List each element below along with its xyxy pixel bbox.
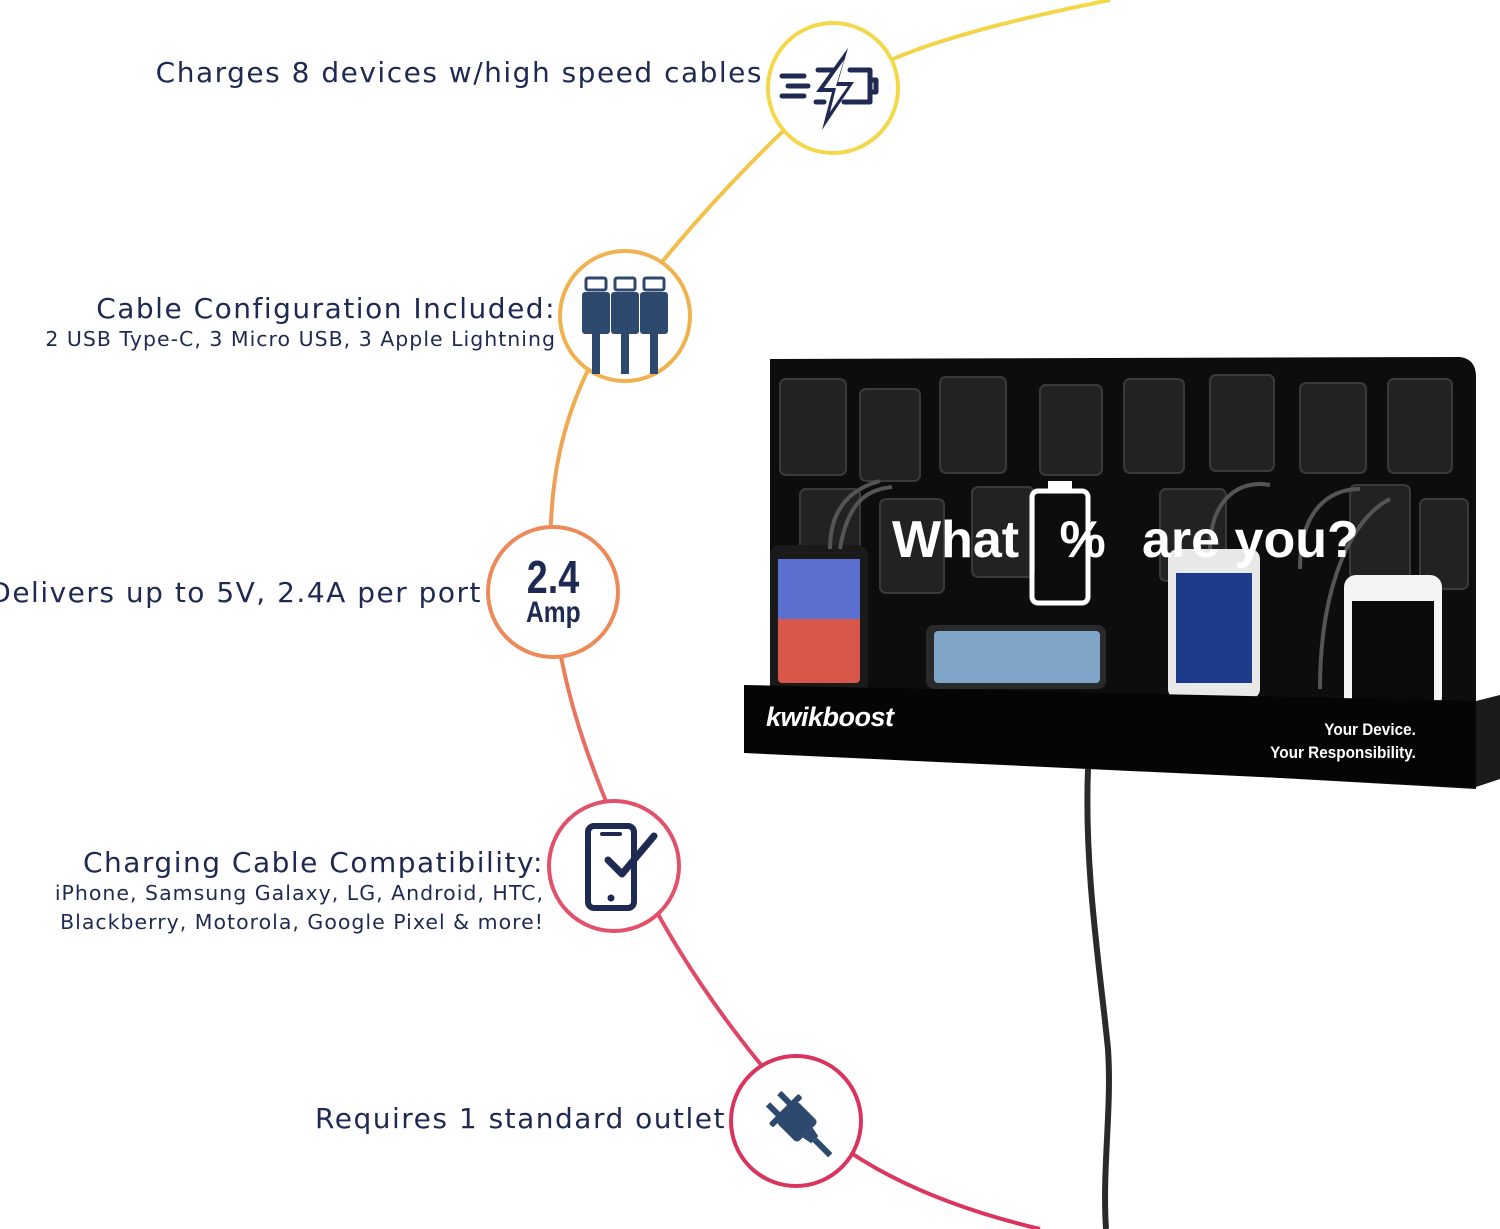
headline-percent: % — [1059, 511, 1106, 569]
feature-cable-config: Cable Configuration Included: 2 USB Type… — [45, 292, 556, 354]
feature-subtitle: Blackberry, Motorola, Google Pixel & mor… — [60, 910, 544, 934]
feature-outlet: Requires 1 standard outlet — [315, 1102, 726, 1135]
feature-title: Requires 1 standard outlet — [315, 1102, 726, 1135]
feature-title: Cable Configuration Included: — [96, 292, 556, 325]
fast-charge-battery-icon — [779, 48, 879, 130]
product-slogan: Your Device. Your Responsibility. — [1270, 718, 1416, 764]
feature-title: Delivers up to 5V, 2.4A per port — [0, 576, 482, 609]
slogan-line: Your Responsibility. — [1270, 743, 1416, 762]
three-cables-icon — [582, 276, 668, 374]
feature-compatibility: Charging Cable Compatibility: iPhone, Sa… — [55, 846, 544, 937]
brand-logo: kwikboost — [766, 702, 894, 732]
feature-title: Charging Cable Compatibility: — [82, 846, 544, 879]
feature-subtitle: iPhone, Samsung Galaxy, LG, Android, HTC… — [54, 881, 544, 905]
phone-check-icon — [585, 823, 658, 911]
feature-delivers: Delivers up to 5V, 2.4A per port — [0, 576, 482, 609]
amp-badge: 2.4 Amp — [488, 527, 618, 657]
amp-badge-unit: Amp — [525, 596, 581, 629]
charging-station-image — [744, 357, 1500, 1229]
product-headline: What % are you? — [892, 510, 1359, 570]
headline-right: are you? — [1142, 511, 1359, 569]
feature-charges: Charges 8 devices w/high speed cables — [156, 56, 763, 89]
feature-title: Charges 8 devices w/high speed cables — [155, 56, 763, 89]
headline-left: What — [892, 511, 1020, 569]
power-plug-icon — [765, 1090, 833, 1158]
amp-badge-value: 2.4 — [526, 551, 580, 603]
feature-subtitle: 2 USB Type-C, 3 Micro USB, 3 Apple Light… — [45, 327, 556, 351]
node-circle-3 — [486, 525, 620, 659]
slogan-line: Your Device. — [1324, 720, 1416, 739]
